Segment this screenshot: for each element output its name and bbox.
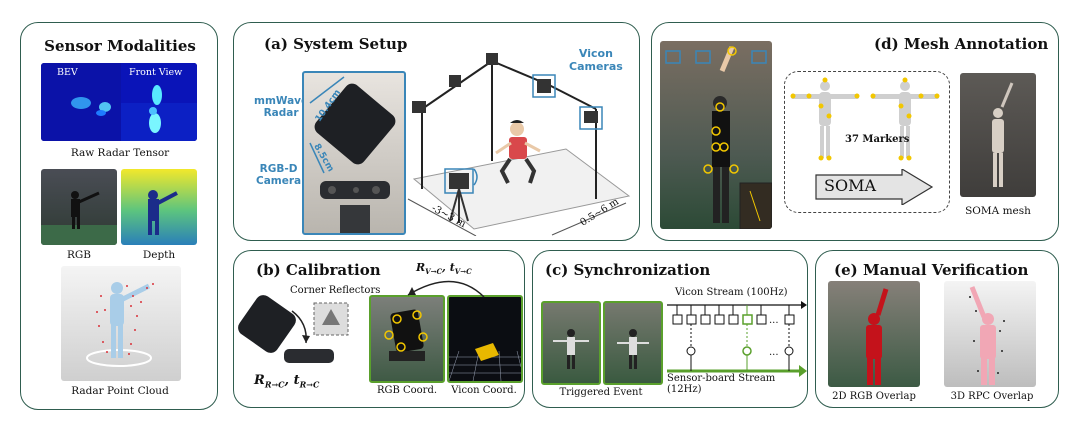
vicon-stream-label: Vicon Stream (100Hz) <box>675 287 788 298</box>
bev-label: BEV <box>57 67 78 78</box>
vicon-grid-view <box>449 343 521 381</box>
soma-mesh-image <box>960 73 1036 197</box>
soma-mesh-figure <box>992 82 1014 187</box>
frame2-person <box>617 329 649 369</box>
sensor-stream-label: Sensor-board Stream (12Hz) <box>667 373 776 395</box>
capture-room-drawing <box>407 53 631 236</box>
radar-point-cloud-image <box>61 266 181 381</box>
markers-count-label: 37 Markers <box>845 134 910 145</box>
sensor-modalities-title: Sensor Modalities <box>44 37 196 55</box>
calib-eq-top: RV→C, tV→C <box>416 261 472 277</box>
sync-dots-top: ... <box>769 315 779 326</box>
system-setup-panel: (a) System Setup mmWave Radar RGB-D Came… <box>233 22 640 241</box>
system-setup-title: (a) System Setup <box>264 35 408 53</box>
radar-device-drawing <box>309 76 396 233</box>
sync-timeline <box>667 301 807 377</box>
rgbd-camera-label: RGB-D Camera <box>256 163 302 187</box>
calib-eq-rr: R <box>416 261 426 274</box>
vicon-cameras-label: Vicon Cameras <box>569 47 623 73</box>
calibration-drawing <box>238 295 349 363</box>
soma-label: SOMA <box>824 176 877 195</box>
soma-mesh-caption: SOMA mesh <box>965 205 1031 217</box>
raw-radar-caption: Raw Radar Tensor <box>70 147 170 159</box>
triggered-frame-2 <box>603 301 663 385</box>
triggered-event-caption: Triggered Event <box>559 387 643 398</box>
mesh-rgb-person <box>665 46 772 229</box>
calib-eq-r: R <box>254 373 265 388</box>
rpc-overlap-image <box>944 281 1036 387</box>
synchronization-panel: (c) Synchronization Triggered Event Vico… <box>532 250 808 408</box>
frame1-person <box>553 329 589 369</box>
chair-with-markers <box>384 309 428 361</box>
rgb-coord-image <box>369 295 445 383</box>
rgb-overlap-figure <box>866 288 889 385</box>
rgb-image <box>41 169 117 245</box>
calibration-panel: (b) Calibration Corner Reflectors RR→C, … <box>233 250 525 408</box>
rgb-overlap-image <box>828 281 920 387</box>
rgb-caption: RGB <box>66 249 91 261</box>
rgb-coord-caption: RGB Coord. <box>376 385 438 396</box>
mesh-annotation-title: (d) Mesh Annotation <box>874 35 1049 53</box>
point-cloud-caption: Radar Point Cloud <box>71 385 169 397</box>
depth-caption: Depth <box>142 249 176 261</box>
mesh-markers-box: 37 Markers <box>784 71 950 213</box>
vicon-coord-image <box>447 295 523 383</box>
raw-radar-tensor-image: BEV Front View <box>41 63 197 141</box>
triggered-frame-1 <box>541 301 601 385</box>
point-cloud-figure <box>86 282 154 367</box>
mmwave-radar-label: mmWave Radar <box>254 95 309 119</box>
manual-verification-panel: (e) Manual Verification 2D RGB Overlap 3… <box>815 250 1059 408</box>
rgb-overlap-caption: 2D RGB Overlap <box>832 391 916 402</box>
sync-dots-bottom: ... <box>769 347 779 358</box>
radar-tensor-heatmap <box>41 63 197 141</box>
manual-verification-title: (e) Manual Verification <box>834 261 1029 279</box>
synchronization-title: (c) Synchronization <box>545 261 711 279</box>
sensor-modalities-panel: Sensor Modalities BEV Front View Raw Rad… <box>20 22 218 410</box>
rpc-overlap-figure <box>969 286 1005 385</box>
calib-eq-left: RR→C, tR→C <box>254 373 320 390</box>
rpc-overlap-caption: 3D RPC Overlap <box>950 391 1034 402</box>
soma-arrow-shape <box>815 169 934 205</box>
mesh-annotation-panel: (d) Mesh Annotation <box>651 22 1059 241</box>
depth-person <box>148 190 178 235</box>
soma-arrow: SOMA <box>814 169 934 205</box>
corner-reflectors-label: Corner Reflectors <box>290 285 381 296</box>
vicon-coord-caption: Vicon Coord. <box>451 385 517 396</box>
calib-arc-arrow <box>407 280 485 298</box>
rgb-person <box>41 191 117 245</box>
tpose-figures <box>790 77 940 161</box>
calibration-title: (b) Calibration <box>256 261 381 279</box>
mesh-rgb-image <box>660 41 772 229</box>
radar-device-photo: 10.4cm 8.5cm <box>302 71 406 235</box>
depth-image <box>121 169 197 245</box>
front-view-label: Front View <box>129 67 183 78</box>
